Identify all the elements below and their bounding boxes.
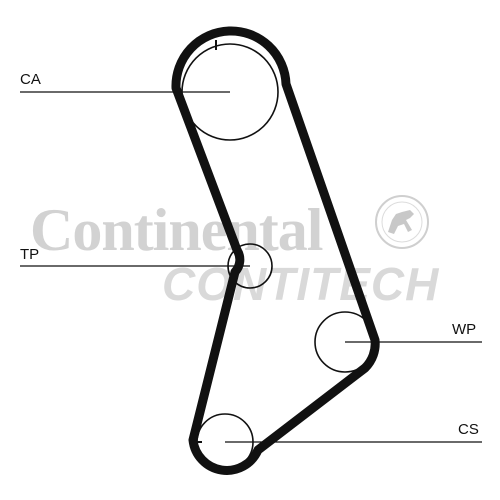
tensioner-pulley (227, 243, 273, 289)
timing-belt (171, 26, 380, 475)
horse-emblem-icon (375, 195, 429, 249)
label-ca: CA (20, 71, 41, 88)
label-wp: WP (452, 321, 476, 338)
labels: CA TP WP CS (20, 71, 479, 438)
watermark-product-text: CONTITECH (162, 258, 439, 310)
watermark-brand-text: Continental (30, 197, 323, 263)
label-cs: CS (458, 421, 479, 438)
label-tp: TP (20, 246, 39, 263)
continental-watermark: Continental CONTITECH (30, 195, 439, 310)
timing-marks (192, 40, 217, 443)
